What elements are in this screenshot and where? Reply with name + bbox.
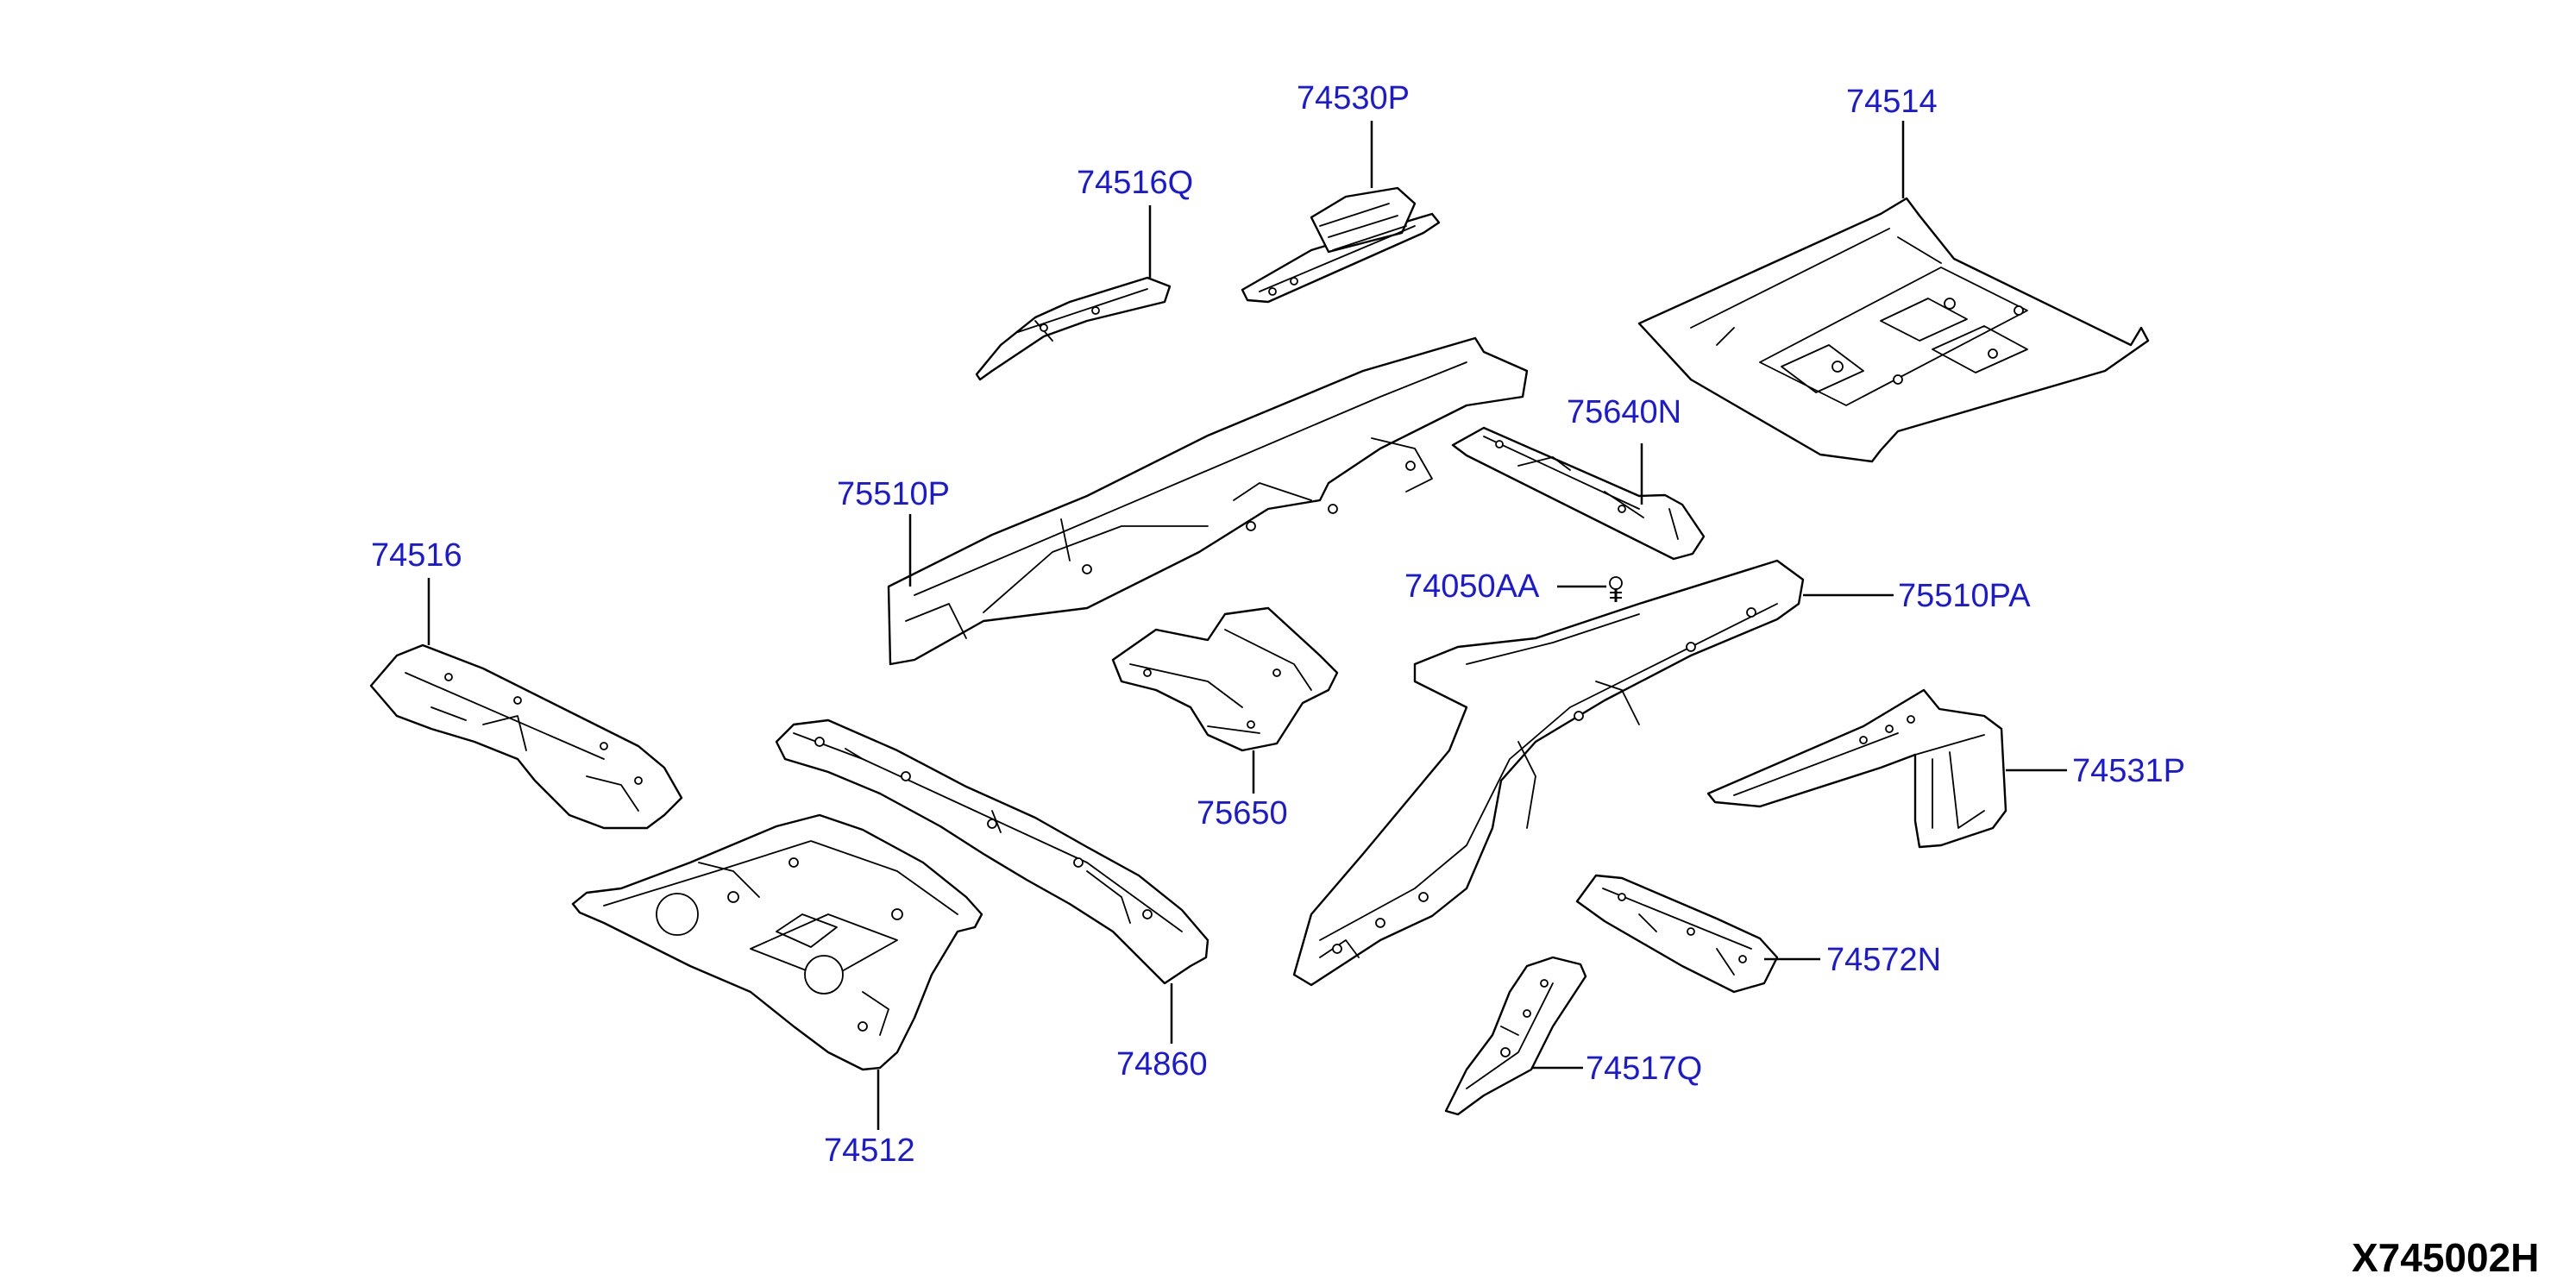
part-75510PA-drawing: [1292, 559, 1805, 987]
label-74531P[interactable]: 74531P: [2072, 753, 2185, 789]
label-75650[interactable]: 75650: [1197, 795, 1288, 831]
label-74050AA[interactable]: 74050AA: [1404, 568, 1540, 605]
part-74860-drawing: [775, 718, 1209, 985]
part-74514-drawing: [1637, 197, 2150, 463]
label-74512[interactable]: 74512: [824, 1133, 915, 1169]
part-74516-drawing: [369, 643, 683, 830]
drawing-id: X745002H: [2352, 1235, 2539, 1280]
part-74530P-drawing: [1241, 186, 1441, 304]
label-75510PA[interactable]: 75510PA: [1898, 578, 2031, 614]
label-74572N[interactable]: 74572N: [1826, 942, 1941, 978]
part-75650-drawing: [1111, 606, 1339, 752]
part-74531P-drawing: [1706, 688, 2007, 849]
part-75510P-drawing: [887, 336, 1529, 666]
part-74517Q-drawing: [1444, 956, 1587, 1116]
label-74517Q[interactable]: 74517Q: [1586, 1051, 1702, 1087]
part-74512-drawing: [571, 813, 983, 1071]
label-75640N[interactable]: 75640N: [1567, 394, 1681, 430]
part-74572N-drawing: [1575, 874, 1779, 994]
label-75510P[interactable]: 75510P: [837, 476, 950, 512]
label-74530P[interactable]: 74530P: [1297, 80, 1410, 116]
part-75640N-drawing: [1451, 426, 1706, 561]
part-74516Q-drawing: [975, 276, 1172, 381]
label-74516Q[interactable]: 74516Q: [1077, 165, 1193, 201]
label-74514[interactable]: 74514: [1846, 84, 1938, 120]
label-74516[interactable]: 74516: [371, 537, 462, 574]
label-74860[interactable]: 74860: [1116, 1046, 1208, 1082]
part-74050AA-drawing: [1609, 576, 1623, 602]
